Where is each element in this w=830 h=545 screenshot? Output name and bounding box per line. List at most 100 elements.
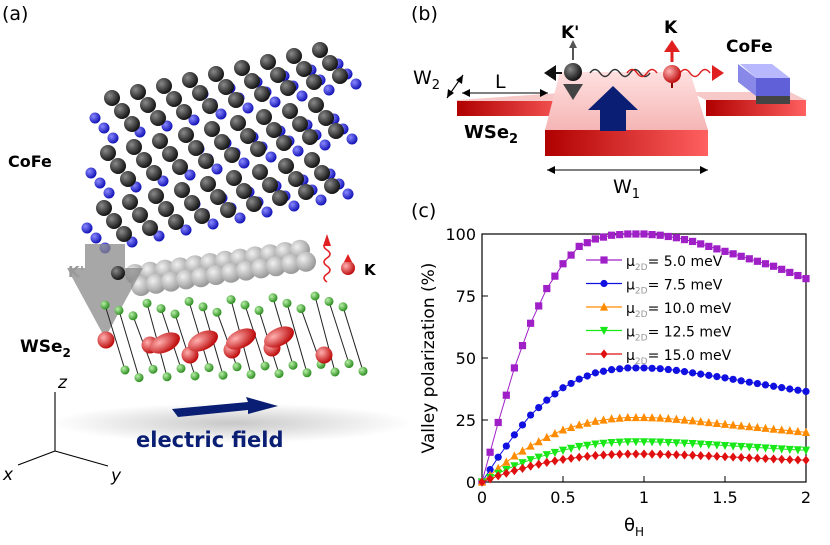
cofe-dark-atom [182,72,198,88]
data-point [777,425,786,434]
data-point [705,371,713,379]
data-point [753,422,762,432]
data-point [591,369,600,377]
cofe-dark-atom [288,171,304,187]
data-point [486,474,494,484]
data-point [801,446,811,455]
legend-entry: μ2D= 7.5 meV [626,278,723,297]
data-point [632,364,640,372]
data-point [705,451,713,461]
data-point [648,231,656,239]
se-atom [198,302,208,312]
data-point [640,230,648,238]
data-point [535,404,543,412]
data-point [648,364,656,372]
y-axis-label: Valley polarization (%) [419,263,439,454]
interface-atom-row [125,239,316,296]
data-point [656,438,665,447]
w-atom [315,346,333,364]
data-point [688,439,697,449]
data-point [794,386,802,394]
cofe-dark-atom [162,146,178,162]
data-point [567,422,576,432]
data-point [729,250,737,258]
series-0 [478,230,810,486]
cofe-blue-atom [161,120,173,132]
data-point [599,450,608,460]
cofe-dark-atom [306,74,322,90]
data-point [535,302,543,310]
cofe-dark-atom [254,86,270,102]
cofe-label-b: CoFe [726,37,773,57]
data-point [785,426,794,435]
cofe-dark-atom [210,189,226,205]
cofe-blue-atom [288,200,300,212]
data-point [720,419,730,428]
data-point [559,260,567,268]
data-point [680,235,689,244]
data-point [551,456,559,466]
electric-field-label: electric field [136,428,284,452]
wse2-bond [118,310,140,378]
data-point [672,439,681,448]
data-point [737,421,746,430]
data-point [672,414,681,423]
kprime-label-a: K' [68,263,84,281]
data-point [778,265,786,273]
cofe-blue-atom [342,188,354,200]
series-3 [477,438,811,487]
series-4 [478,449,810,487]
data-point [737,452,745,463]
se-atom [282,298,292,308]
data-point [786,385,794,393]
data-point [640,449,648,459]
cofe-dark-atom [142,220,158,236]
w2-label: W2 [413,67,440,93]
se-atom [120,365,130,375]
panel-b: (b) CoFe K' [411,3,806,202]
data-point [745,443,754,452]
cofe-blue-atom [90,232,102,244]
legend-entry: μ2D= 15.0 meV [626,348,732,367]
se-atom [134,373,144,383]
cofe-blue-atom [215,108,227,120]
cofe-dark-atom [260,54,276,70]
data-point [753,453,761,463]
data-point [697,450,705,461]
cofe-dark-atom [184,195,200,211]
data-point [478,477,486,487]
data-point [616,231,624,239]
se-atom [240,300,250,310]
data-point [583,239,591,247]
data-point [721,247,729,255]
data-point [518,459,527,468]
cofe-blue-atom [211,163,223,175]
data-point [689,369,697,377]
cofe-dark-atom [152,133,168,149]
data-point [543,396,551,404]
data-point [737,442,746,452]
data-point [761,381,770,389]
data-point [697,240,705,248]
data-point [510,451,519,460]
cofe-dark-atom [234,60,250,76]
data-point [689,450,697,460]
cofe-dark-atom [226,170,242,186]
cofe-blue-atom [107,132,119,144]
data-point [712,418,721,427]
cofe-blue-atom [315,194,327,206]
data-point [720,441,730,451]
data-point [551,390,559,398]
cofe-dark-atom [322,55,338,71]
interface-grey-atom [146,273,166,294]
data-point [713,373,721,381]
cofe-blue-atom [94,177,106,189]
data-point [623,438,632,447]
data-point [575,375,583,383]
data-point [704,417,713,427]
legend-entry: μ2D= 10.0 meV [626,301,732,320]
k-travel-arrow [712,65,724,81]
cofe-dark-atom [282,103,298,119]
cofe-blue-atom [269,96,281,108]
data-point [575,452,583,462]
